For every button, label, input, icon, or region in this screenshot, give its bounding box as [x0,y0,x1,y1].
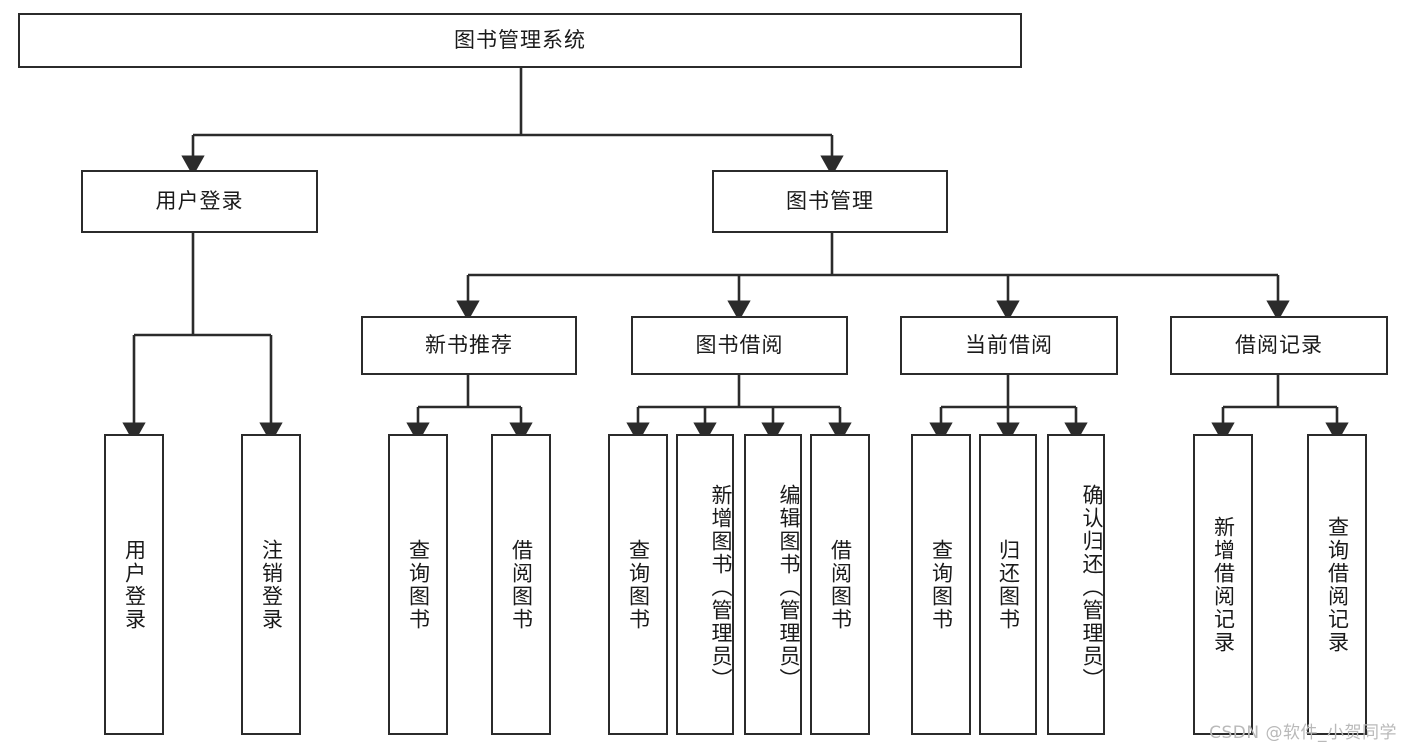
node-label: 新增借阅记录 [1211,515,1236,654]
node-new-book-recommend[interactable]: 新书推荐 [361,316,577,375]
node-label: 查询图书 [406,538,431,631]
node-leaf-user-login[interactable]: 用户登录 [104,434,164,735]
node-leaf-query-book-1[interactable]: 查询图书 [388,434,448,735]
node-label: 查询图书 [626,538,651,631]
node-leaf-logout-login[interactable]: 注销登录 [241,434,301,735]
node-book-management-system[interactable]: 图书管理系统 [18,13,1022,68]
watermark-text: CSDN @软件_小贺同学 [1209,723,1397,743]
node-leaf-query-book-3[interactable]: 查询图书 [911,434,971,735]
node-label: 用户登录 [155,188,244,213]
node-label: 图书借阅 [695,332,784,357]
node-label: 归还图书 [996,538,1021,631]
node-label: 借阅图书 [509,538,534,631]
node-label: 新书推荐 [425,332,513,357]
node-label: 借阅图书 [828,538,853,631]
node-book-management[interactable]: 图书管理 [712,170,948,233]
node-label: 当前借阅 [965,332,1053,357]
node-book-borrow[interactable]: 图书借阅 [631,316,848,375]
node-leaf-return-book[interactable]: 归还图书 [979,434,1037,735]
node-borrow-record[interactable]: 借阅记录 [1170,316,1388,375]
node-label: 图书管理 [786,188,874,213]
node-label: 图书管理系统 [454,27,586,52]
node-label: 借阅记录 [1235,332,1323,357]
node-leaf-edit-book[interactable]: 编辑图书（管理员） [744,434,802,735]
node-leaf-borrow-book-2[interactable]: 借阅图书 [810,434,870,735]
node-label: 查询图书 [929,538,954,631]
node-leaf-add-book[interactable]: 新增图书（管理员） [676,434,734,735]
node-current-borrow[interactable]: 当前借阅 [900,316,1118,375]
node-leaf-query-borrow-record[interactable]: 查询借阅记录 [1307,434,1367,735]
node-label: 确认归还（管理员） [1080,484,1104,691]
node-label: 新增图书（管理员） [709,484,733,691]
node-leaf-add-borrow-record[interactable]: 新增借阅记录 [1193,434,1253,735]
node-user-login[interactable]: 用户登录 [81,170,318,233]
node-label: 编辑图书（管理员） [777,484,801,691]
node-label: 注销登录 [259,538,284,631]
node-leaf-confirm-return[interactable]: 确认归还（管理员） [1047,434,1105,735]
node-label: 查询借阅记录 [1325,515,1350,654]
node-label: 用户登录 [122,538,147,631]
node-leaf-borrow-book-1[interactable]: 借阅图书 [491,434,551,735]
node-leaf-query-book-2[interactable]: 查询图书 [608,434,668,735]
